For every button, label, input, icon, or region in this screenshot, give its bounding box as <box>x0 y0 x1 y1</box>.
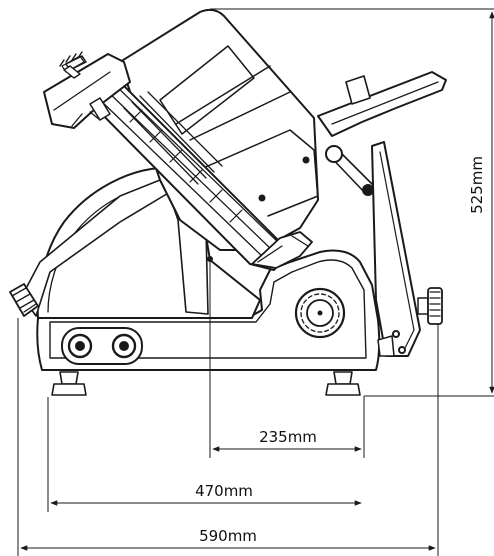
switch-2 <box>111 333 137 359</box>
push-arm-box <box>345 75 371 105</box>
carriage-knob <box>59 51 87 79</box>
left-knob <box>9 283 39 317</box>
thickness-knob <box>417 287 443 325</box>
base-inner-panel <box>49 259 367 359</box>
gauge-plate-lip <box>257 235 309 263</box>
carriage-ribs <box>123 91 223 185</box>
gauge-plate <box>251 231 313 269</box>
support-bracket <box>377 335 395 357</box>
main-knob <box>294 287 346 339</box>
support-bolt-1 <box>392 330 400 338</box>
cover-lower <box>175 129 319 217</box>
blade-cover <box>119 8 319 251</box>
feet <box>51 371 361 396</box>
side-support <box>371 141 421 357</box>
handle-lever-knob <box>325 145 343 163</box>
slicer-machine <box>9 8 447 396</box>
depth-middle-label: 470mm <box>195 482 253 500</box>
total-width-label: 590mm <box>199 527 257 545</box>
push-arm-line <box>331 81 439 125</box>
switch-1 <box>67 333 93 359</box>
cover-bolt-2 <box>258 194 266 202</box>
cover-step <box>175 65 291 141</box>
cover-bolt-1 <box>302 156 310 164</box>
dimension-lines <box>17 8 494 556</box>
cover-band <box>159 45 255 135</box>
carriage-teeth <box>129 109 243 223</box>
support-bolt-2 <box>398 346 406 354</box>
handle-lever-end <box>362 184 374 196</box>
side-support-inner <box>379 151 415 351</box>
height-label: 525mm <box>468 156 486 214</box>
product-arm-block <box>89 97 111 121</box>
depth-inner-label: 235mm <box>259 428 317 446</box>
